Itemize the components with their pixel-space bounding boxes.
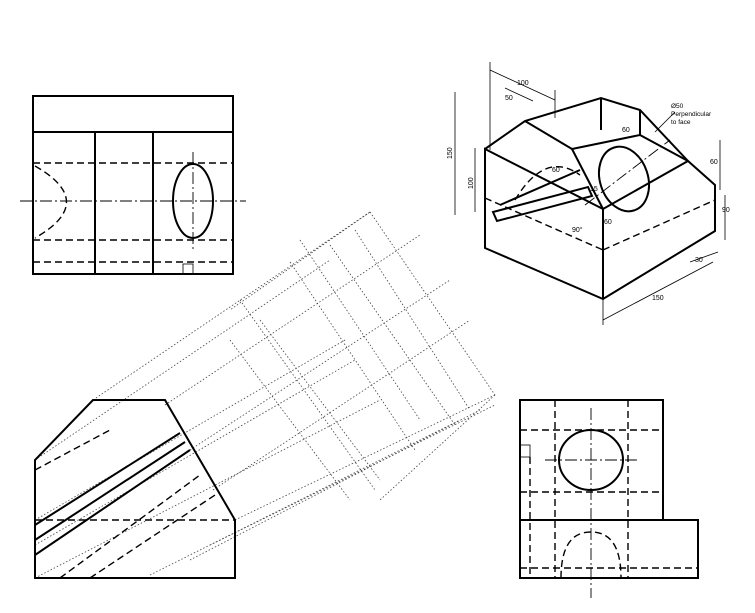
dim-angle: 90° <box>572 226 583 234</box>
projector-line <box>189 409 481 561</box>
aux-view-edge <box>289 261 416 451</box>
aux-view-edge <box>239 299 376 491</box>
dim-60-face: 60 <box>622 127 630 134</box>
side-view-slot-end <box>519 444 531 458</box>
aux-view-edge <box>354 229 471 411</box>
aux-view-edge <box>229 339 351 501</box>
projector-line <box>212 319 471 491</box>
isometric-hidden-line <box>484 197 604 251</box>
isometric-edge <box>571 134 641 150</box>
isometric-body <box>484 147 716 301</box>
hole-note-line2: Perpendicular <box>671 111 712 118</box>
front-view-outline <box>34 399 236 579</box>
dim-150-left: 150 <box>447 147 454 159</box>
dimension-line <box>504 87 534 102</box>
isometric-hole <box>598 145 650 213</box>
top-view-outline <box>32 95 234 275</box>
projector-line <box>34 399 381 579</box>
dimension-line <box>489 69 556 101</box>
front-view-slot-edge <box>34 449 191 556</box>
isometric-edge <box>524 120 573 150</box>
front-view-slot-edge <box>34 432 181 526</box>
leader-line <box>654 111 676 133</box>
dim-60-lower: 60 <box>604 219 612 226</box>
projector-line <box>189 279 451 451</box>
isometric-dimensions <box>454 62 726 325</box>
isometric-hidden-arc <box>514 166 581 201</box>
isometric-inclined-edge <box>639 134 689 162</box>
front-view <box>34 399 236 579</box>
dimension-line <box>602 261 714 321</box>
isometric-inclined-edge <box>571 148 604 210</box>
side-view-outline <box>519 399 699 579</box>
front-view-slot-edge <box>34 441 186 541</box>
projector-line <box>34 339 346 521</box>
hole-note-line3: to face <box>671 119 691 126</box>
auxiliary-projection <box>34 211 496 579</box>
projector-line <box>209 404 496 546</box>
isometric-view: 100 50 150 100 60 15 60 60 60 90 30 150 … <box>447 62 730 325</box>
aux-view-edge <box>229 211 371 311</box>
top-view-hidden-arc <box>34 165 67 239</box>
top-view-slot-end <box>182 263 194 275</box>
side-view-hidden-arc <box>560 531 622 579</box>
dim-50-top: 50 <box>505 95 513 102</box>
aux-view-edge <box>329 244 456 426</box>
aux-view-edge <box>299 239 421 421</box>
dim-60-slot: 60 <box>552 167 560 174</box>
side-view <box>519 399 699 598</box>
top-view <box>20 95 246 275</box>
dim-30: 30 <box>695 257 703 264</box>
aux-view-edge <box>369 211 496 396</box>
isometric-hidden-line <box>602 199 716 251</box>
dim-60-right: 60 <box>710 159 718 166</box>
front-view-hidden-line <box>89 494 216 579</box>
isometric-slot-edge <box>499 169 581 206</box>
dim-100-left: 100 <box>468 177 475 189</box>
projector-line <box>34 359 356 546</box>
dim-15: 15 <box>590 186 598 193</box>
aux-view-edge <box>379 394 496 501</box>
dim-100-top: 100 <box>517 80 529 87</box>
front-view-hidden-line <box>34 429 111 471</box>
dim-90-right: 90 <box>722 207 730 214</box>
projector-line <box>149 419 461 576</box>
dim-150-bottom: 150 <box>652 295 664 302</box>
isometric-centerline <box>584 139 671 206</box>
dimension-line <box>689 251 719 263</box>
isometric-slot <box>491 185 594 223</box>
front-view-hidden-line <box>59 474 201 579</box>
projector-line <box>234 394 496 521</box>
aux-view-edge <box>259 319 381 481</box>
hole-note-diameter: Ø50 <box>671 103 684 110</box>
